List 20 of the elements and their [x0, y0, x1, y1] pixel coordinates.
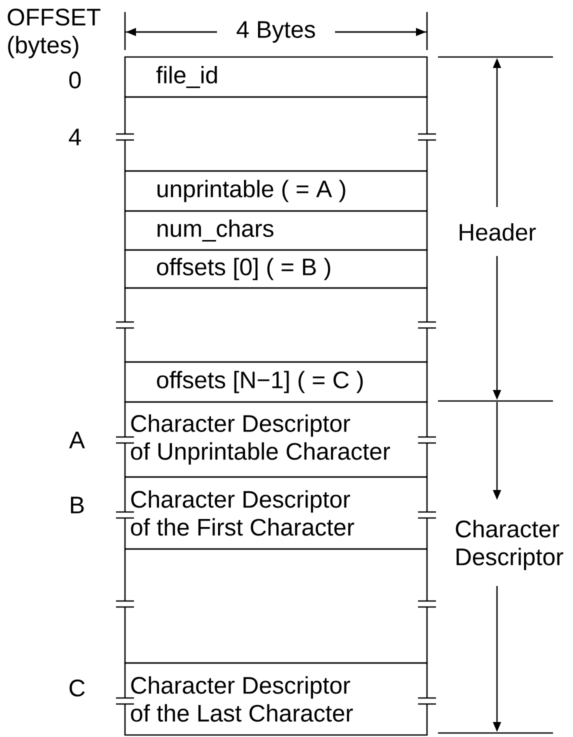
memory-row: unprintable ( = A ) [124, 170, 428, 212]
memory-row: offsets [N−1] ( = C ) [124, 361, 428, 403]
memory-row [124, 548, 428, 664]
offset-label: C [70, 680, 85, 696]
memory-row [124, 287, 428, 363]
dimension-label: Header [460, 223, 536, 241]
memory-row: Character Descriptor of the First Character [124, 476, 428, 550]
offset-label: 4 [68, 128, 81, 146]
memory-row: file_id [124, 56, 428, 98]
offset-label: A [69, 432, 85, 448]
offset-label: B [71, 496, 84, 514]
offset-label: 0 [69, 72, 81, 88]
memory-row: offsets [0] ( = B ) [124, 249, 428, 289]
dimension-label: Character Descriptor [456, 520, 564, 570]
dimension-label: 4 Bytes [236, 21, 315, 43]
memory-row: num_chars [124, 210, 428, 251]
memory-row: Character Descriptor of Unprintable Character [124, 401, 428, 478]
memory-row [124, 96, 428, 172]
offset-label: OFFSET (bytes) [8, 8, 100, 58]
memory-row: Character Descriptor of the Last Character [124, 662, 428, 736]
